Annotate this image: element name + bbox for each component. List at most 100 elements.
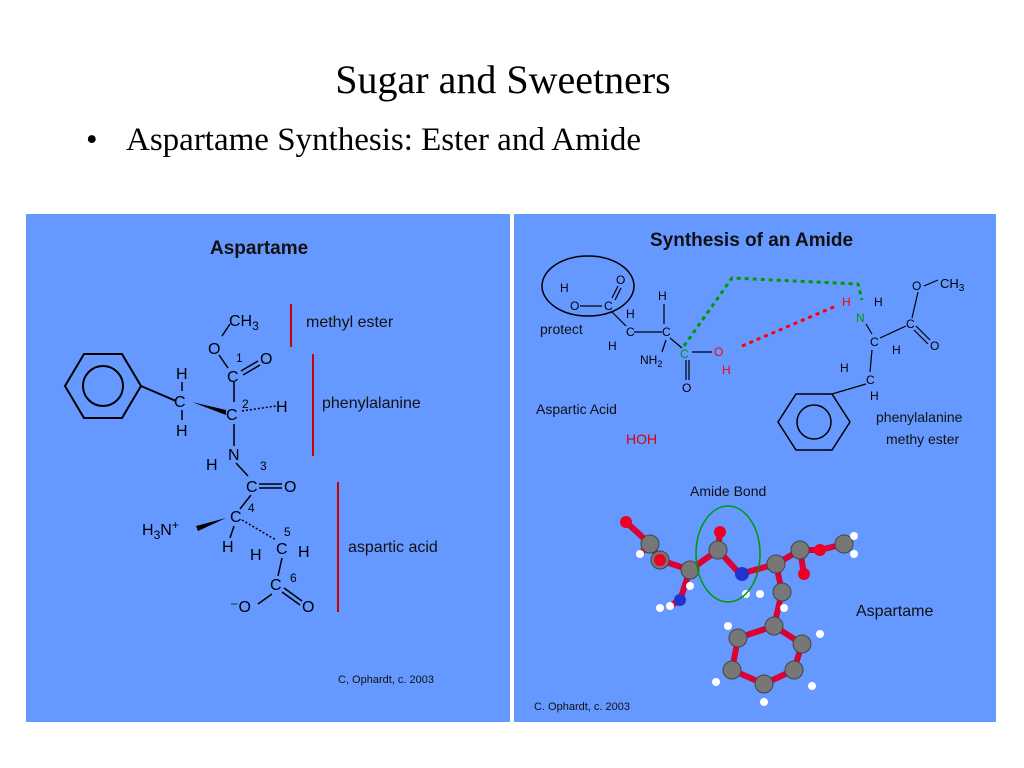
atom-h: H — [250, 547, 262, 564]
nitrogen-atom — [674, 594, 686, 606]
atom-o: O — [284, 479, 296, 496]
atom-h: H — [206, 457, 218, 474]
atom-number-4: 4 — [248, 501, 255, 515]
atom-o: O — [208, 341, 220, 358]
atom-n: N — [228, 447, 240, 464]
amide-synthesis-panel: Synthesis of an Amide H O C O H C H prot… — [514, 214, 996, 722]
ammonium-group: H3N+ — [142, 518, 179, 542]
bond — [281, 591, 301, 606]
bond — [229, 525, 235, 539]
atom-o: O — [570, 299, 579, 313]
wedge-bond — [192, 402, 226, 415]
bond — [915, 325, 931, 341]
green-dotted-line — [682, 276, 864, 347]
bond — [614, 287, 622, 301]
atom-h: H — [276, 399, 288, 416]
atom-h: H — [222, 539, 234, 556]
atom-c: C — [246, 479, 258, 496]
atom-h: H — [626, 307, 635, 321]
protect-label: protect — [540, 321, 583, 337]
atom-o: O — [912, 279, 921, 293]
bond — [221, 323, 231, 337]
atom-number-5: 5 — [284, 525, 291, 539]
atom-c: C — [174, 394, 186, 411]
atom-c: C — [870, 335, 879, 349]
bond — [283, 587, 303, 602]
aspartame-structure-diagram: Aspartame H C H C 2 H C 1 O O CH3 N H — [63, 238, 438, 686]
atom-c: C — [906, 317, 915, 331]
methyl-group: CH3 — [229, 313, 259, 333]
right-credit: C. Ophardt, c. 2003 — [534, 701, 630, 713]
atom-n-green: N — [856, 311, 865, 325]
amide-bond-highlight-circle — [695, 505, 761, 603]
bullet-item: •Aspartame Synthesis: Ester and Amide — [86, 122, 641, 159]
atom-c: C — [270, 577, 282, 594]
bond — [913, 329, 929, 345]
benzene-ring — [63, 353, 143, 419]
atom-o: O — [616, 273, 625, 287]
aspartame-model-label: Aspartame — [856, 603, 933, 620]
atom-c: C — [662, 325, 671, 339]
hash-bond — [241, 405, 277, 412]
atom-o: O — [930, 339, 939, 353]
atom-h: H — [840, 361, 849, 375]
bond — [257, 593, 273, 605]
atom-c-green: C — [680, 347, 689, 361]
atom-o-red: O — [714, 345, 723, 359]
ring-ch2-bond — [140, 385, 177, 402]
atom-h: H — [298, 544, 310, 561]
bond — [218, 354, 229, 369]
bond — [911, 291, 919, 319]
bond — [277, 557, 283, 577]
bond — [879, 325, 907, 339]
atom-h: H — [658, 289, 667, 303]
benzene-aromatic-circle — [82, 365, 124, 407]
atom-o: O — [302, 599, 314, 616]
bond — [242, 364, 261, 376]
atom-h: H — [176, 423, 188, 440]
atom-c: C — [626, 325, 635, 339]
atom-h: H — [892, 343, 901, 357]
bond — [235, 462, 249, 477]
bullet-text: Aspartame Synthesis: Ester and Amide — [126, 122, 642, 158]
atom-h: H — [560, 281, 569, 295]
methyl-ester-label: methyl ester — [306, 314, 394, 331]
bond — [611, 311, 627, 327]
atom-o: O — [260, 351, 272, 368]
bond — [669, 337, 683, 349]
bond — [865, 323, 873, 335]
benzene-ring — [777, 393, 851, 451]
methyl-group: CH3 — [940, 276, 965, 294]
atom-number-3: 3 — [260, 459, 267, 473]
atom-c: C — [604, 299, 613, 313]
amide-synthesis-diagram: Synthesis of an Amide H O C O H C H prot… — [534, 230, 965, 713]
benzene-aromatic-circle — [796, 404, 832, 440]
atom-c: C — [226, 407, 238, 424]
atom-number-6: 6 — [290, 571, 297, 585]
atom-h: H — [176, 366, 188, 383]
bond — [831, 383, 867, 395]
aspartame-heading: Aspartame — [210, 238, 308, 259]
phenylalanine-ester-label-line2: methy ester — [886, 431, 959, 447]
bond — [240, 360, 259, 372]
amide-bond-label: Amide Bond — [690, 483, 766, 499]
aspartic-acid-label: Aspartic Acid — [536, 401, 617, 417]
water-label: HOH — [626, 431, 657, 447]
atom-h: H — [608, 339, 617, 353]
atom-c: C — [227, 369, 239, 386]
bond — [869, 349, 873, 373]
protect-circle — [541, 255, 635, 317]
left-credit: C, Ophardt, c. 2003 — [338, 674, 434, 686]
aspartame-structure-panel: Aspartame H C H C 2 H C 1 O O CH3 N H — [26, 214, 510, 722]
atom-o: O — [682, 381, 691, 395]
atom-number-1: 1 — [236, 351, 243, 365]
nitrogen-atom — [735, 567, 749, 581]
bond — [923, 279, 939, 287]
atom-h-red: H — [842, 295, 851, 309]
bond — [239, 494, 252, 510]
wedge-bond — [196, 518, 226, 531]
synthesis-heading: Synthesis of an Amide — [650, 230, 853, 251]
atom-c: C — [866, 373, 875, 387]
amine-group: NH2 — [640, 353, 662, 369]
phenylalanine-ester-label-line1: phenylalanine — [876, 409, 963, 425]
